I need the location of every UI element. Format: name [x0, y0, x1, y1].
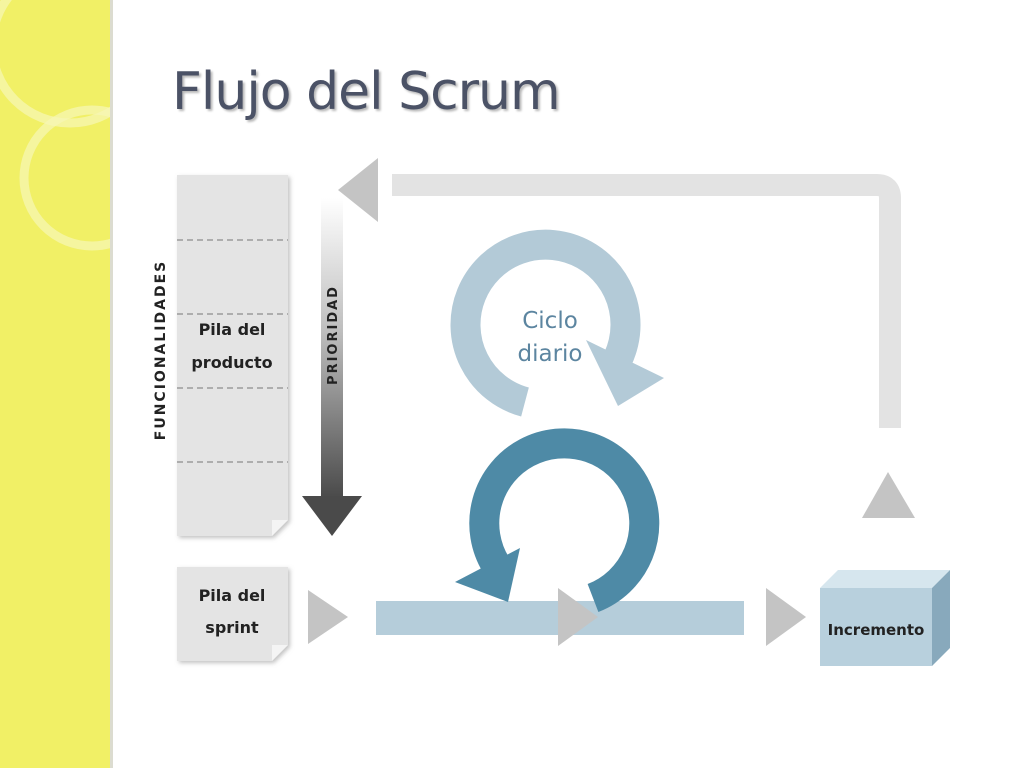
sprint-backlog-label-1: Pila del — [199, 586, 266, 605]
flow-arrowhead-2 — [558, 588, 598, 646]
slide-title: Flujo del Scrum — [172, 62, 561, 122]
feedback-loop-arrow — [338, 158, 915, 518]
feedback-arrowhead-left — [338, 158, 378, 222]
sprint-duration-label: (15 – 30 días) — [503, 515, 624, 534]
flow-arrowhead-1 — [308, 590, 348, 644]
priority-arrow — [302, 198, 362, 536]
product-backlog-label-1: Pila del — [199, 320, 266, 339]
increment-box: Incremento — [820, 570, 950, 666]
sprint-cycle-label: Sprint — [530, 480, 599, 506]
sprint-backlog: Pila del sprint — [177, 567, 288, 661]
sprint-backlog-label-2: sprint — [205, 618, 259, 637]
decorative-side-band — [0, 0, 113, 768]
decorative-circles — [0, 0, 113, 251]
increment-up-arrowhead — [862, 472, 915, 518]
daily-cycle-label-2: diario — [517, 341, 582, 367]
priority-label: PRIORIDAD — [326, 285, 341, 385]
product-backlog: Pila del producto — [177, 175, 288, 536]
flow-arrowhead-3 — [766, 588, 806, 646]
product-backlog-label-2: producto — [191, 353, 272, 372]
features-label: FUNCIONALIDADES — [153, 260, 169, 440]
daily-cycle-label-1: Ciclo — [522, 308, 578, 334]
increment-label: Incremento — [828, 621, 925, 639]
sprint-cycle-arrow — [455, 428, 660, 612]
daily-cycle-arrow — [450, 229, 664, 417]
